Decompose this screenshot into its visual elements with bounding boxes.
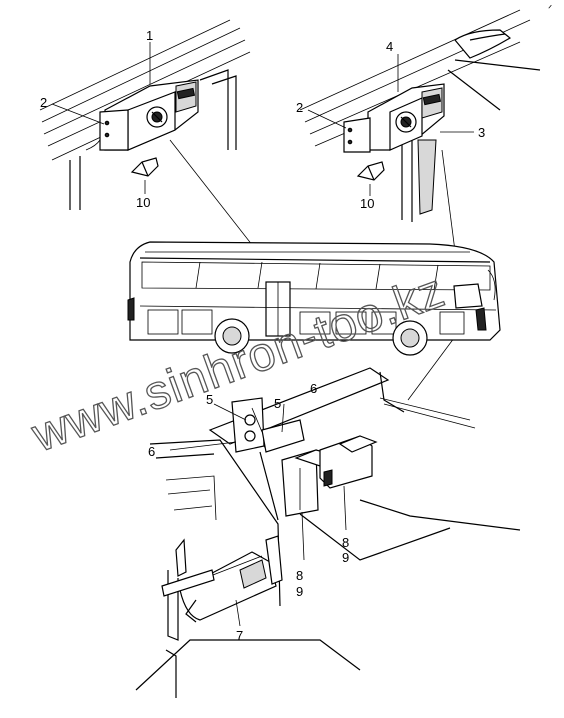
corner-mark: ᐟ	[548, 4, 552, 15]
callout-2-left: 2	[40, 95, 47, 110]
screw-icon	[104, 132, 110, 138]
callout-6-left: 6	[148, 444, 155, 459]
callout-9-right: 9	[342, 550, 349, 565]
screw-icon	[347, 127, 353, 133]
pointer-line-lower	[407, 329, 461, 401]
callout-6-right: 6	[310, 381, 317, 396]
callout-1: 1	[146, 28, 153, 43]
callout-10-right: 10	[360, 196, 374, 211]
bulb-icon	[356, 161, 385, 181]
callout-8-left: 8	[296, 568, 303, 583]
callout-5-left: 5	[206, 392, 213, 407]
coach-side-view	[127, 241, 501, 356]
bulb-icon	[130, 157, 159, 177]
callout-2-right: 2	[296, 100, 303, 115]
screw-icon	[104, 120, 110, 126]
callout-3: 3	[478, 125, 485, 140]
callout-8-right: 8	[342, 535, 349, 550]
callout-5-right: 5	[274, 396, 281, 411]
detail-top-left: 1 2 10	[39, 19, 251, 210]
detail-lower: 5 5 6 6 8 9 8 9 7	[135, 367, 521, 698]
callout-9-left: 9	[296, 584, 303, 599]
callout-10-left: 10	[136, 195, 150, 210]
callout-4: 4	[386, 39, 393, 54]
screw-icon	[347, 139, 353, 145]
callout-7: 7	[236, 628, 243, 643]
detail-top-right: 4 2 3 10	[296, 9, 541, 222]
